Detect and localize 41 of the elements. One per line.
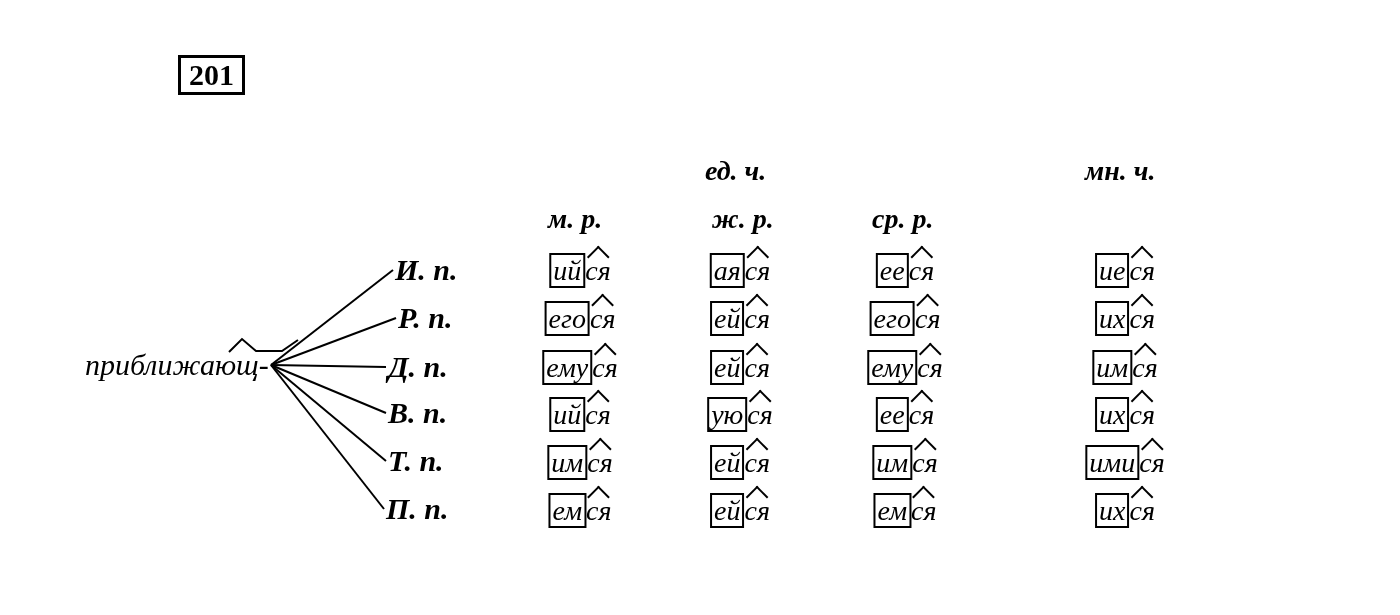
case-label: И. п. [395, 252, 458, 288]
word-stem: приближающ- [85, 347, 269, 383]
word-ending: ееся [875, 391, 935, 433]
word-ending: иеся [1095, 247, 1155, 289]
case-label: Р. п. [398, 300, 453, 336]
case-label: Т. п. [388, 443, 444, 479]
column-header: мн. ч. [1085, 155, 1156, 187]
word-ending: ееся [875, 247, 935, 289]
word-ending: имся [1092, 344, 1158, 386]
connector-line [270, 364, 385, 510]
word-ending: емся [873, 487, 937, 529]
word-ending: ейся [710, 487, 770, 529]
word-ending: имися [1085, 439, 1165, 481]
word-ending: аяся [709, 247, 771, 289]
column-header: ж. р. [712, 203, 774, 235]
word-ending: емся [548, 487, 612, 529]
column-header: ср. р. [872, 203, 934, 235]
exercise-number: 201 [178, 55, 245, 95]
word-ending: ейся [710, 295, 770, 337]
word-ending: ейся [710, 439, 770, 481]
word-ending: ихся [1095, 391, 1155, 433]
word-ending: ихся [1095, 487, 1155, 529]
word-ending: егося [544, 295, 616, 337]
connector-line [270, 269, 394, 366]
word-ending: емуся [867, 344, 943, 386]
word-ending: емуся [542, 344, 618, 386]
word-ending: уюся [707, 391, 773, 433]
column-header: ед. ч. [705, 155, 767, 187]
word-ending: имся [872, 439, 938, 481]
case-label: В. п. [388, 395, 448, 431]
connector-line [270, 364, 387, 462]
connector-line [270, 364, 387, 414]
word-ending: ихся [1095, 295, 1155, 337]
case-label: П. п. [386, 491, 449, 527]
word-ending: ийся [549, 247, 611, 289]
connector-line [270, 317, 397, 366]
word-ending: ийся [549, 391, 611, 433]
column-header: м. р. [548, 203, 603, 235]
word-ending: егося [869, 295, 941, 337]
word-ending: имся [547, 439, 613, 481]
word-ending: ейся [710, 344, 770, 386]
